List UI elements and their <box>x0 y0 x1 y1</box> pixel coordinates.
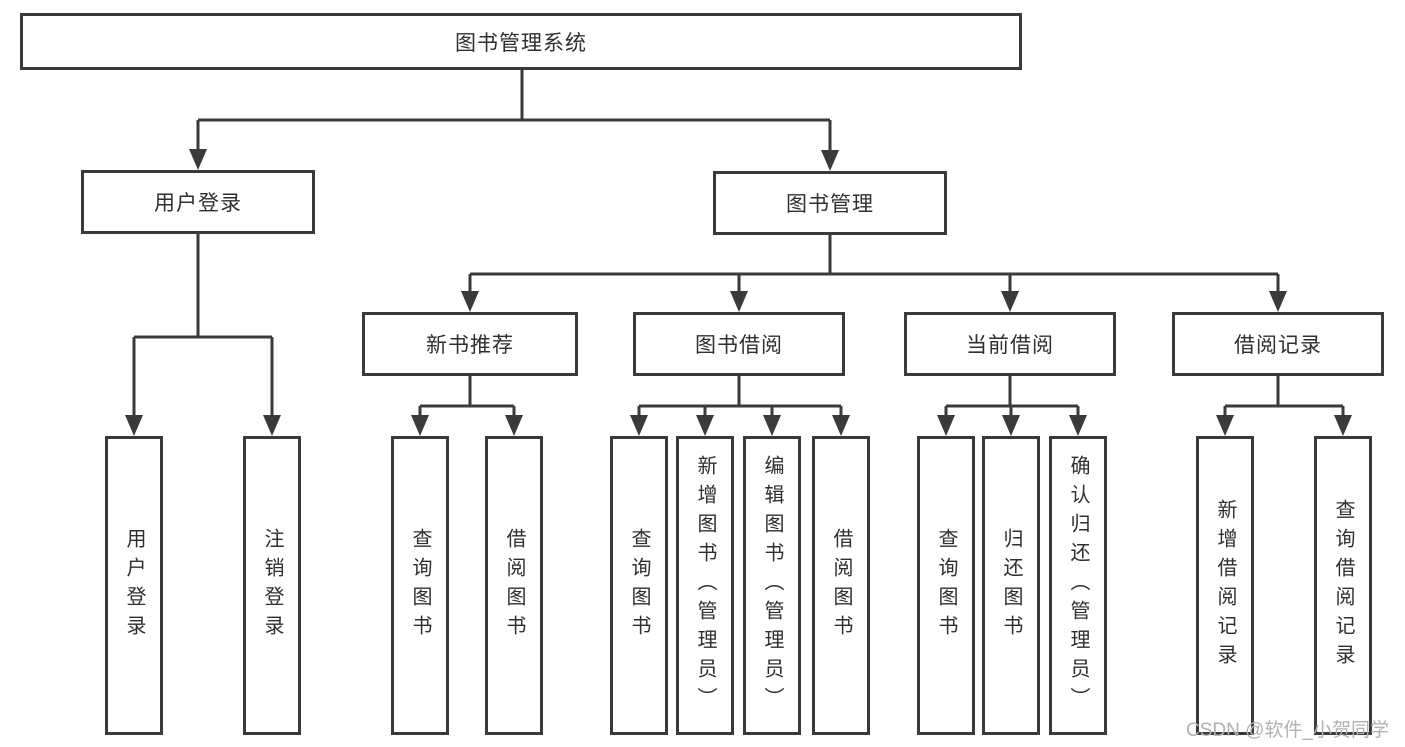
leaf-user-login: 用户登录 <box>105 436 163 735</box>
node-borrowing-records-label: 借阅记录 <box>1234 334 1322 357</box>
leaf-query-books-borrowing: 查询图书 <box>610 436 668 735</box>
connector-bookmgmt-to-level3 <box>461 235 1287 312</box>
connector-root-to-level2 <box>189 70 839 171</box>
watermark: CSDN @软件_小贺同学 <box>1186 720 1389 741</box>
node-borrowing-records: 借阅记录 <box>1172 312 1384 376</box>
leaf-query-books-borrowing-label: 查询图书 <box>628 527 650 644</box>
leaf-edit-books-admin: 编辑图书（管理员） <box>743 436 801 735</box>
leaf-add-borrow-record-label: 新增借阅记录 <box>1214 498 1236 673</box>
leaf-query-books-current: 查询图书 <box>917 436 975 735</box>
node-current-borrowing: 当前借阅 <box>904 312 1116 376</box>
node-new-book-recommendation-label: 新书推荐 <box>426 334 514 357</box>
connector-bookborrow-to-leaves <box>630 376 850 436</box>
node-root-label: 图书管理系统 <box>455 31 587 55</box>
node-current-borrowing-label: 当前借阅 <box>966 334 1054 357</box>
connector-currentborrow-to-leaves <box>937 376 1087 436</box>
leaf-borrow-books-borrowing-label: 借阅图书 <box>830 527 852 644</box>
node-book-management: 图书管理 <box>713 171 947 235</box>
leaf-logout: 注销登录 <box>243 436 301 735</box>
node-book-borrowing: 图书借阅 <box>633 312 845 376</box>
leaf-borrow-books-recommend-label: 借阅图书 <box>503 527 525 644</box>
node-user-login-label: 用户登录 <box>154 192 242 215</box>
leaf-query-books-recommend-label: 查询图书 <box>409 527 431 644</box>
leaf-user-login-label: 用户登录 <box>123 527 145 644</box>
leaf-add-books-admin-label: 新增图书（管理员） <box>694 455 716 716</box>
node-root: 图书管理系统 <box>20 13 1022 70</box>
leaf-add-books-admin: 新增图书（管理员） <box>676 436 734 735</box>
leaf-query-borrow-record: 查询借阅记录 <box>1314 436 1372 735</box>
leaf-query-books-recommend: 查询图书 <box>391 436 449 735</box>
leaf-confirm-return-admin: 确认归还（管理员） <box>1049 436 1107 735</box>
leaf-logout-label: 注销登录 <box>261 527 283 644</box>
leaf-confirm-return-admin-label: 确认归还（管理员） <box>1067 455 1089 716</box>
connector-borrowrecords-to-leaves <box>1216 376 1352 436</box>
leaf-return-books: 归还图书 <box>982 436 1040 735</box>
leaf-query-books-current-label: 查询图书 <box>935 527 957 644</box>
node-new-book-recommendation: 新书推荐 <box>362 312 578 376</box>
leaf-query-borrow-record-label: 查询借阅记录 <box>1332 498 1354 673</box>
node-user-login: 用户登录 <box>81 170 315 234</box>
leaf-borrow-books-borrowing: 借阅图书 <box>812 436 870 735</box>
connector-userlogin-to-leaves <box>125 234 281 436</box>
leaf-borrow-books-recommend: 借阅图书 <box>485 436 543 735</box>
node-book-borrowing-label: 图书借阅 <box>695 334 783 357</box>
leaf-add-borrow-record: 新增借阅记录 <box>1196 436 1254 735</box>
node-book-management-label: 图书管理 <box>786 193 874 216</box>
leaf-edit-books-admin-label: 编辑图书（管理员） <box>761 455 783 716</box>
leaf-return-books-label: 归还图书 <box>1000 527 1022 644</box>
connector-newbook-to-leaves <box>411 376 523 436</box>
